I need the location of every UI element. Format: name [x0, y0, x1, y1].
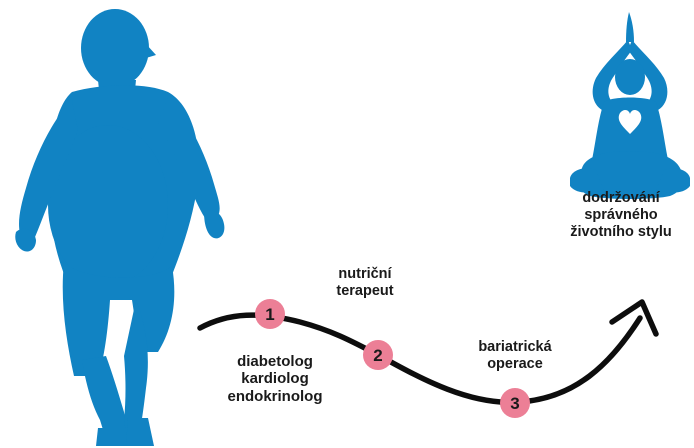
goal-label: dodržování správného životního stylu — [548, 190, 694, 240]
walking-person-icon — [15, 9, 224, 446]
step-marker-3: 3 — [500, 388, 530, 418]
step-1-line: kardiolog — [200, 370, 350, 387]
step-3-line: operace — [455, 356, 575, 373]
step-1-line: endokrinolog — [200, 388, 350, 405]
step-2-line: terapeut — [310, 283, 420, 300]
goal-line: správného — [548, 207, 694, 224]
step-1-line: diabetolog — [200, 353, 350, 370]
yoga-person-icon — [570, 12, 690, 199]
step-3-label: bariatrická operace — [455, 339, 575, 373]
goal-line: dodržování — [548, 190, 694, 207]
step-1-label: diabetolog kardiolog endokrinolog — [200, 353, 350, 405]
step-3-line: bariatrická — [455, 339, 575, 356]
step-number-2: 2 — [373, 346, 382, 365]
step-2-line: nutriční — [310, 266, 420, 283]
step-number-1: 1 — [265, 305, 274, 324]
step-number-3: 3 — [510, 394, 519, 413]
step-marker-2: 2 — [363, 340, 393, 370]
step-marker-1: 1 — [255, 299, 285, 329]
step-2-label: nutriční terapeut — [310, 266, 420, 300]
goal-line: životního stylu — [548, 224, 694, 241]
